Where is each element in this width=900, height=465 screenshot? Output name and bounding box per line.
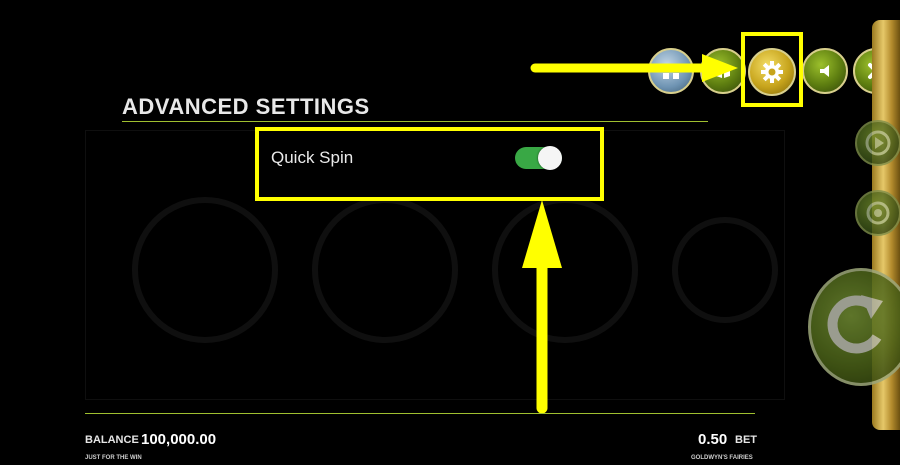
coins-icon [866,201,890,225]
autoplay-icon [865,130,891,156]
balance-value: 100,000.00 [141,431,217,448]
title-divider [122,121,708,122]
quick-spin-label: Quick Spin [271,148,354,167]
speaker-icon [820,65,829,77]
sound-button[interactable] [802,48,848,94]
bet-button[interactable] [855,190,900,236]
settings-title: ADVANCED SETTINGS [122,94,370,119]
autoplay-button[interactable] [855,120,900,166]
settings-button[interactable] [748,48,796,96]
game-name: GOLDWYN'S FAIRIES [691,455,753,461]
toggle-knob [538,146,562,170]
arrow-right-icon [530,54,738,82]
bet-label: BET [735,434,757,446]
bet-value: 0.50 [698,431,728,448]
balance-label: BALANCE [85,434,139,446]
tagline: JUST FOR THE WIN [85,455,142,461]
bottom-divider [85,413,755,414]
arrow-up-icon [522,200,562,414]
spin-icon [827,295,883,354]
quick-spin-toggle[interactable] [515,146,562,170]
gear-icon [761,61,783,83]
highlight-box-toggle [255,127,604,201]
spin-button[interactable] [808,268,900,386]
highlight-box-settings [741,32,803,107]
